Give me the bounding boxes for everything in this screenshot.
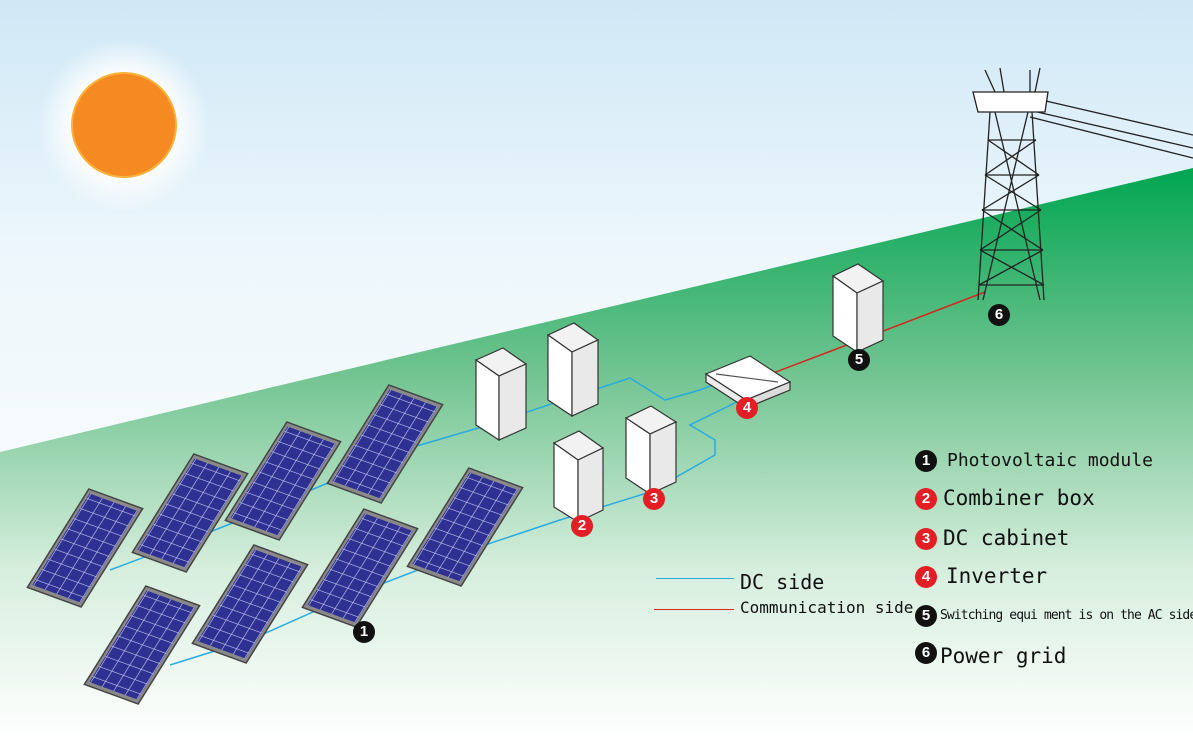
key-badge-5: 5 bbox=[915, 605, 937, 627]
key-badge-6: 6 bbox=[915, 642, 937, 664]
solar-panel-icon bbox=[191, 544, 309, 664]
dc-side-label: DC side bbox=[740, 570, 825, 594]
key-label-3: DC cabinet bbox=[943, 526, 1070, 550]
sun-icon bbox=[38, 39, 210, 211]
solar-panel-icon bbox=[83, 585, 201, 705]
key-badge-4: 4 bbox=[915, 566, 937, 588]
solar-panel-icon bbox=[224, 421, 342, 541]
badge-1-on-diagram: 1 bbox=[353, 621, 375, 643]
badge-4-on-diagram: 4 bbox=[736, 397, 758, 419]
cabinet-a bbox=[474, 347, 528, 442]
key-label-4: Inverter bbox=[946, 564, 1048, 588]
key-badge-3: 3 bbox=[915, 528, 937, 550]
badge-5-on-diagram: 5 bbox=[848, 349, 870, 371]
communication-side-label: Communication side bbox=[740, 598, 914, 617]
switching-cabinet bbox=[831, 263, 885, 354]
key-label-2: Combiner box bbox=[943, 486, 1095, 510]
power-tower-icon bbox=[972, 67, 1193, 301]
badge-6-on-diagram: 6 bbox=[988, 304, 1010, 326]
key-label-6: Power grid bbox=[940, 644, 1067, 668]
solar-panel-icon bbox=[26, 488, 144, 608]
dc-wiring bbox=[109, 371, 746, 666]
solar-panel-icon bbox=[301, 508, 419, 628]
key-badge-2: 2 bbox=[915, 488, 937, 510]
solar-panels bbox=[26, 384, 524, 705]
inverter-icon bbox=[704, 355, 792, 410]
badge-3-on-diagram: 3 bbox=[643, 488, 665, 510]
communication-side-swatch bbox=[654, 609, 734, 610]
solar-panel-icon bbox=[406, 467, 524, 587]
solar-panel-icon bbox=[131, 453, 249, 573]
badge-2-on-diagram: 2 bbox=[571, 515, 593, 537]
dc-side-swatch bbox=[656, 578, 734, 579]
cabinet-b bbox=[546, 322, 600, 418]
solar-panel-icon bbox=[326, 384, 444, 504]
key-label-1: Photovoltaic module bbox=[947, 450, 1153, 471]
key-badge-1: 1 bbox=[915, 450, 937, 472]
key-label-5: Switching equi ment is on the AC side bbox=[940, 608, 1193, 623]
dc-cabinet bbox=[624, 405, 678, 496]
combiner-box bbox=[552, 430, 605, 524]
